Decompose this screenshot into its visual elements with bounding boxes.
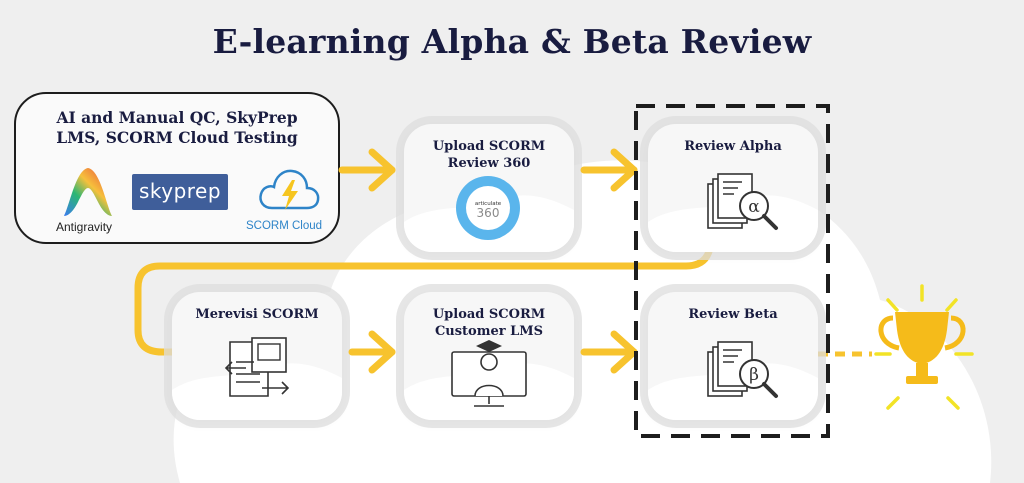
step-title-line2: Customer LMS bbox=[434, 324, 544, 339]
scorm-cloud-logo bbox=[259, 169, 320, 210]
step-title: Merevisi SCORM bbox=[195, 307, 319, 322]
step-title: Upload SCORM Review 360 bbox=[404, 138, 574, 172]
document-magnifier-icon: α bbox=[707, 173, 778, 230]
review360-badge-icon: articulate 360 bbox=[456, 176, 520, 240]
step-review-alpha: Review Alpha α bbox=[648, 124, 818, 252]
badge-top-text: articulate bbox=[475, 201, 502, 207]
step-upload-customer-lms: Upload SCORM Customer LMS bbox=[404, 292, 574, 420]
step-title-line1: Upload SCORM bbox=[432, 307, 546, 322]
step-title: Upload SCORM Customer LMS bbox=[404, 306, 574, 340]
document-revise-icon bbox=[224, 337, 290, 397]
antigravity-label: Antigravity bbox=[56, 220, 113, 234]
step-title: Review Alpha bbox=[684, 139, 782, 154]
page-title: E-learning Alpha & Beta Review bbox=[212, 22, 812, 61]
document-magnifier-icon: β bbox=[707, 341, 778, 398]
graduate-monitor-icon bbox=[451, 340, 527, 407]
qc-title: AI and Manual QC, SkyPrep LMS, SCORM Clo… bbox=[16, 108, 338, 148]
beta-glyph: β bbox=[749, 365, 759, 385]
step-upload-review360: Upload SCORM Review 360 articulate 360 bbox=[404, 124, 574, 252]
step-merevisi-scorm: Merevisi SCORM bbox=[172, 292, 342, 420]
step-title: Review Beta bbox=[688, 307, 778, 322]
skyprep-logo: skyprep bbox=[132, 174, 228, 210]
antigravity-logo bbox=[64, 168, 112, 216]
step-review-beta: Review Beta β bbox=[648, 292, 818, 420]
qc-title-line1: AI and Manual QC, SkyPrep bbox=[56, 108, 298, 127]
qc-title-line2: LMS, SCORM Cloud Testing bbox=[56, 128, 298, 147]
alpha-glyph: α bbox=[748, 197, 760, 217]
scorm-cloud-label: SCORM Cloud bbox=[246, 220, 323, 232]
badge-num-text: 360 bbox=[477, 206, 500, 220]
qc-testing-box: AI and Manual QC, SkyPrep LMS, SCORM Clo… bbox=[14, 92, 340, 244]
skyprep-label: skyprep bbox=[138, 179, 222, 203]
step-title-line1: Upload SCORM bbox=[432, 139, 546, 154]
step-title-line2: Review 360 bbox=[447, 156, 531, 171]
